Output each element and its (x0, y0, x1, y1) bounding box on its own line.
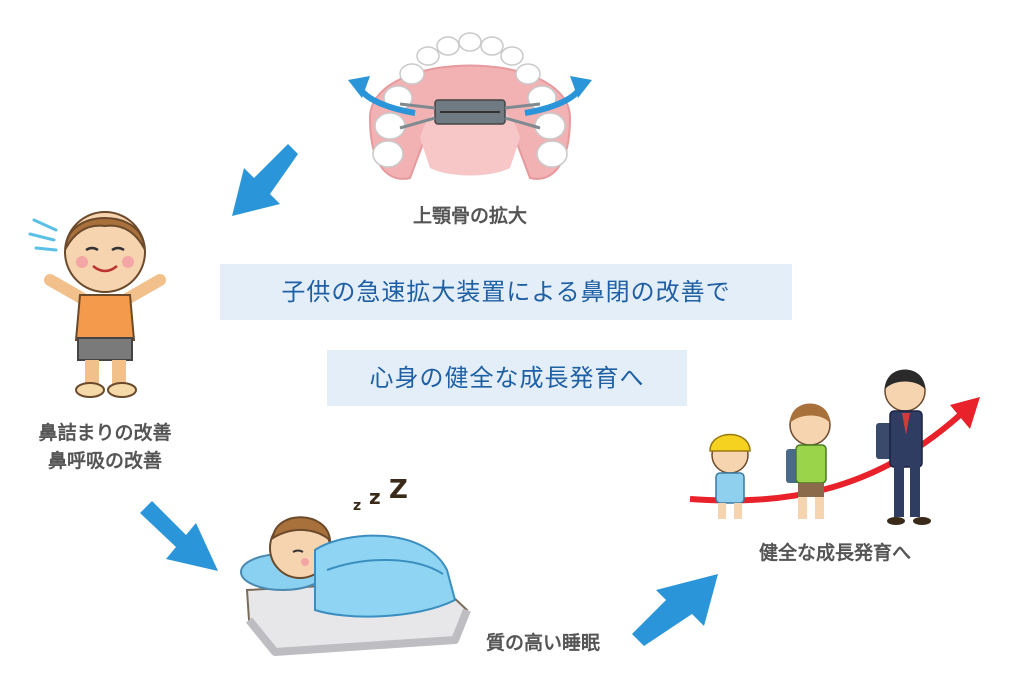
svg-text:z: z (369, 485, 381, 509)
palatal-expander-illustration (340, 18, 600, 188)
breathing-child-illustration (28, 200, 180, 405)
flow-arrow-2 (134, 497, 224, 577)
quality-sleep-label: 質の高い睡眠 (485, 632, 600, 654)
headline-banner-2: 心身の健全な成長発育へ (327, 350, 687, 406)
flow-arrow-icon (140, 501, 218, 571)
flow-arrow-1 (228, 140, 308, 220)
headline-banner-1: 子供の急速拡大装置による鼻閉の改善で (220, 264, 792, 320)
svg-text:z: z (353, 498, 361, 514)
sleeping-child-icon: z z Z (240, 475, 471, 656)
palate-expansion-label: 上顎骨の拡大 (412, 205, 527, 227)
sleeping-child-illustration: z z Z (235, 470, 475, 670)
svg-text:Z: Z (389, 475, 408, 505)
flow-arrow-icon (232, 144, 298, 216)
nasal-improvement-label-2: 鼻呼吸の改善 (47, 450, 162, 472)
flow-arrow-3 (632, 570, 724, 650)
growing-children-illustration (689, 365, 990, 535)
healthy-growth-label: 健全な成長発育へ (758, 542, 911, 564)
palatal-expander-icon (348, 32, 592, 180)
breathing-child-icon (28, 211, 166, 398)
flow-arrow-icon (632, 574, 718, 646)
growing-children-icon (689, 369, 980, 525)
nasal-improvement-label-1: 鼻詰まりの改善 (38, 422, 172, 444)
